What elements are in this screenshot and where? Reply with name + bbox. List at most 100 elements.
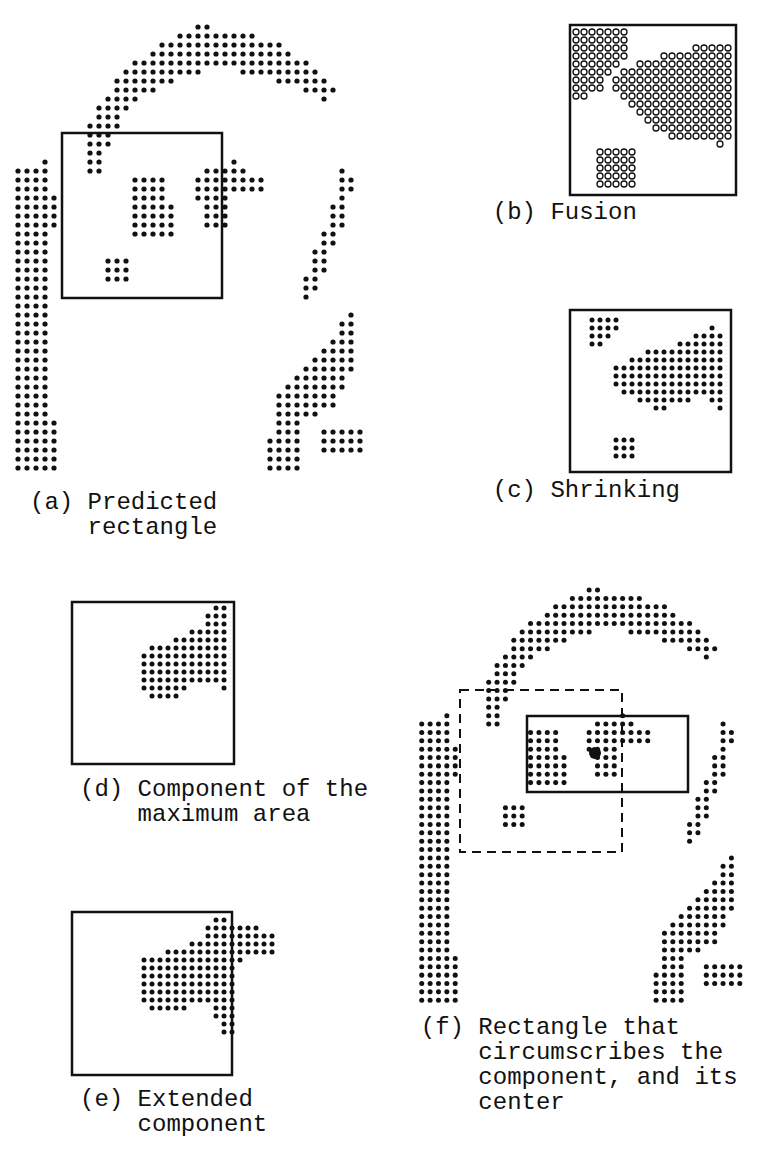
- pixel-dot: [15, 303, 20, 308]
- pixel-dot: [662, 939, 667, 944]
- pixel-dot: [206, 670, 211, 675]
- pixel-dot: [669, 77, 675, 83]
- pixel-dot: [597, 53, 603, 59]
- pixel-dot: [436, 872, 441, 877]
- pixel-dot: [198, 990, 203, 995]
- pixel-dot: [24, 195, 29, 200]
- pixel-dot: [186, 42, 191, 47]
- pixel-dot: [254, 942, 259, 947]
- pixel-dot: [174, 1006, 179, 1011]
- pixel-dot: [204, 195, 209, 200]
- pixel-dot: [453, 998, 458, 1003]
- pixel-dot: [132, 186, 137, 191]
- pixel-dot: [42, 411, 47, 416]
- pixel-dot: [436, 755, 441, 760]
- pixel-dot: [186, 51, 191, 56]
- pixel-dot: [321, 366, 326, 371]
- pixel-dot: [695, 629, 700, 634]
- pixel-dot: [581, 37, 587, 43]
- pixel-dot: [486, 680, 491, 685]
- pixel-dot: [620, 604, 625, 609]
- pixel-dot: [620, 621, 625, 626]
- pixel-dot: [662, 981, 667, 986]
- pixel-dot: [276, 42, 281, 47]
- pixel-dot: [285, 447, 290, 452]
- pixel-dot: [520, 805, 525, 810]
- pixel-dot: [339, 348, 344, 353]
- pixel-dot: [150, 982, 155, 987]
- pixel-dot: [24, 294, 29, 299]
- pixel-dot: [587, 738, 592, 743]
- dot-cluster: [654, 855, 734, 1002]
- pixel-dot: [419, 763, 424, 768]
- pixel-dot: [704, 981, 709, 986]
- pixel-dot: [486, 722, 491, 727]
- pixel-dot: [605, 61, 611, 67]
- pixel-dot: [177, 69, 182, 74]
- pixel-dot: [646, 366, 651, 371]
- pixel-dot: [613, 157, 619, 163]
- pixel-dot: [710, 358, 715, 363]
- pixel-dot: [721, 897, 726, 902]
- pixel-dot: [150, 204, 155, 209]
- pixel-dot: [246, 942, 251, 947]
- pixel-dot: [704, 780, 709, 785]
- pixel-dot: [303, 393, 308, 398]
- pixel-dot: [51, 456, 56, 461]
- pixel-dot: [24, 393, 29, 398]
- pixel-dot: [545, 772, 550, 777]
- pixel-dot: [536, 638, 541, 643]
- pixel-dot: [159, 78, 164, 83]
- pixel-dot: [276, 465, 281, 470]
- pixel-dot: [704, 646, 709, 651]
- pixel-dot: [42, 456, 47, 461]
- pixel-dot: [158, 982, 163, 987]
- pixel-dot: [142, 662, 147, 667]
- pixel-dot: [678, 374, 683, 379]
- pixel-dot: [428, 747, 433, 752]
- pixel-dot: [436, 788, 441, 793]
- pixel-dot: [303, 375, 308, 380]
- pixel-dot: [721, 981, 726, 986]
- pixel-dot: [249, 69, 254, 74]
- pixel-dot: [694, 382, 699, 387]
- pixel-dot: [687, 638, 692, 643]
- pixel-dot: [436, 797, 441, 802]
- pixel-dot: [436, 956, 441, 961]
- pixel-dot: [453, 989, 458, 994]
- pixel-dot: [182, 990, 187, 995]
- pixel-dot: [166, 670, 171, 675]
- pixel-dot: [444, 939, 449, 944]
- pixel-dot: [536, 629, 541, 634]
- pixel-dot: [553, 738, 558, 743]
- pixel-dot: [33, 456, 38, 461]
- pixel-dot: [712, 973, 717, 978]
- pixel-dot: [701, 125, 707, 131]
- pixel-dot: [686, 358, 691, 363]
- pixel-dot: [589, 69, 595, 75]
- pixel-dot: [114, 258, 119, 263]
- pixel-dot: [562, 780, 567, 785]
- pixel-dot: [710, 398, 715, 403]
- pixel-dot: [581, 61, 587, 67]
- pixel-dot: [150, 60, 155, 65]
- pixel-dot: [428, 730, 433, 735]
- pixel-dot: [428, 989, 433, 994]
- pixel-dot: [536, 780, 541, 785]
- pixel-dot: [612, 613, 617, 618]
- pixel-dot: [204, 51, 209, 56]
- pixel-dot: [694, 366, 699, 371]
- pixel-dot: [620, 613, 625, 618]
- pixel-dot: [628, 613, 633, 618]
- pixel-dot: [222, 998, 227, 1003]
- pixel-dot: [545, 629, 550, 634]
- pixel-dot: [661, 101, 667, 107]
- pixel-dot: [141, 204, 146, 209]
- pixel-dot: [645, 604, 650, 609]
- pixel-dot: [573, 61, 579, 67]
- pixel-dot: [581, 45, 587, 51]
- pixel-dot: [174, 686, 179, 691]
- pixel-dot: [718, 382, 723, 387]
- pixel-dot: [428, 772, 433, 777]
- pixel-dot: [190, 678, 195, 683]
